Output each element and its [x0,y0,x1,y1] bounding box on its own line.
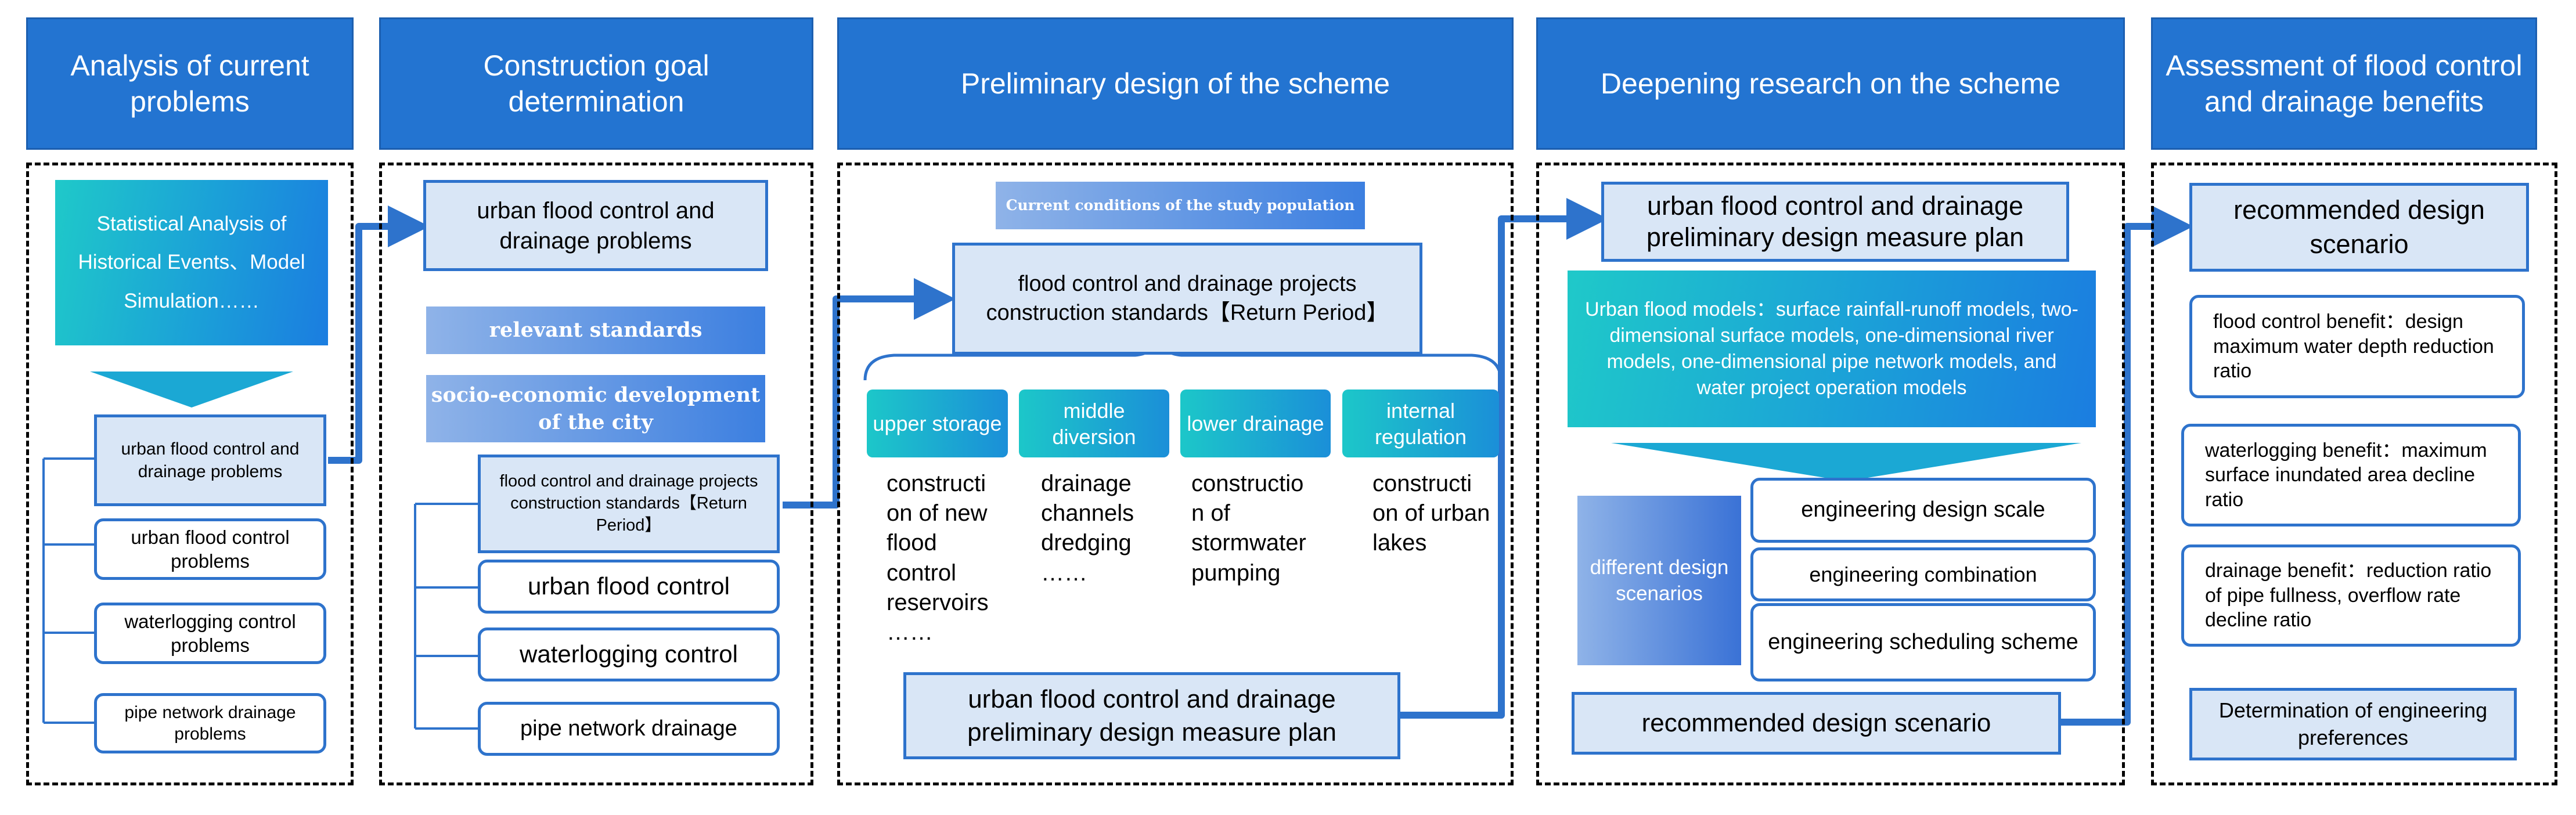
flood-control-benefit: flood control benefit：design maximum wat… [2189,295,2525,398]
col2-item-3: pipe network drainage [478,702,780,756]
panel-assessment [2151,163,2557,785]
col4-recommended-scenario: recommended design scenario [1572,692,2061,755]
tab-internal-regulation: internal regulation [1342,390,1499,457]
panel-goal [379,163,813,785]
panel-analysis [26,163,354,785]
statistical-analysis-box: Statistical Analysis of Historical Event… [55,180,328,345]
col4-item-1: engineering design scale [1750,478,2096,543]
col2-item-1: urban flood control [478,560,780,614]
middle-diversion-text: drainage channels dredging …… [1041,471,1134,586]
internal-regulation-text: constructi on of urban lakes [1372,471,1490,556]
col1-tree-lines [42,457,94,724]
col4-item-2: engineering combination [1750,547,2096,601]
urban-flood-models-box: Urban flood models：surface rainfall-runo… [1568,271,2096,427]
down-arrow-col4 [1611,443,2081,481]
upper-storage-text: constructi on of new flood control reser… [887,471,989,645]
drainage-benefit: drainage benefit：reduction ratio of pipe… [2181,544,2521,647]
current-conditions-bar: Current conditions of the study populati… [996,182,1365,229]
socio-economic-bar: socio-economic development of the city [426,375,765,442]
tab-lower-drainage: lower drainage [1180,390,1331,457]
col2-top-problems: urban flood control and drainage problem… [423,180,768,271]
flow-arrows [328,198,2193,726]
header-preliminary: Preliminary design of the scheme [837,17,1514,150]
panel-preliminary [837,163,1514,785]
waterlogging-benefit: waterlogging benefit：maximum surface inu… [2181,424,2521,526]
col2-standards-box: flood control and drainage projects cons… [478,455,780,553]
header-analysis: Analysis of current problems [26,17,354,150]
engineering-preferences: Determination of engineering preferences [2189,688,2517,760]
different-scenarios-box: different design scenarios [1577,496,1741,665]
col1-item-1: urban flood control problems [94,518,326,580]
col2-tree-lines [414,503,478,730]
tab-upper-storage: upper storage [867,390,1008,457]
header-deepening: Deepening research on the scheme [1536,17,2125,150]
col2-item-2: waterlogging control [478,628,780,681]
col1-item-3: pipe network drainage problems [94,693,326,753]
down-arrow-col1 [90,372,293,408]
col3-preliminary-plan: urban flood control and drainage prelimi… [903,672,1400,759]
col5-recommended-scenario: recommended design scenario [2189,183,2529,272]
header-assessment: Assessment of flood control and drainage… [2151,17,2537,150]
tab-middle-diversion: middle diversion [1019,390,1169,457]
header-goal: Construction goal determination [379,17,813,150]
col3-standards-box: flood control and drainage projects cons… [952,243,1422,355]
panel-deepening [1536,163,2125,785]
col4-item-3: engineering scheduling scheme [1750,603,2096,681]
col4-preliminary-plan: urban flood control and drainage prelimi… [1601,182,2069,262]
relevant-standards-bar: relevant standards [426,306,765,354]
col1-main-problems: urban flood control and drainage problem… [94,414,326,506]
lower-drainage-text: constructio n of stormwater pumping [1191,471,1306,586]
col1-item-2: waterlogging control problems [94,603,326,664]
